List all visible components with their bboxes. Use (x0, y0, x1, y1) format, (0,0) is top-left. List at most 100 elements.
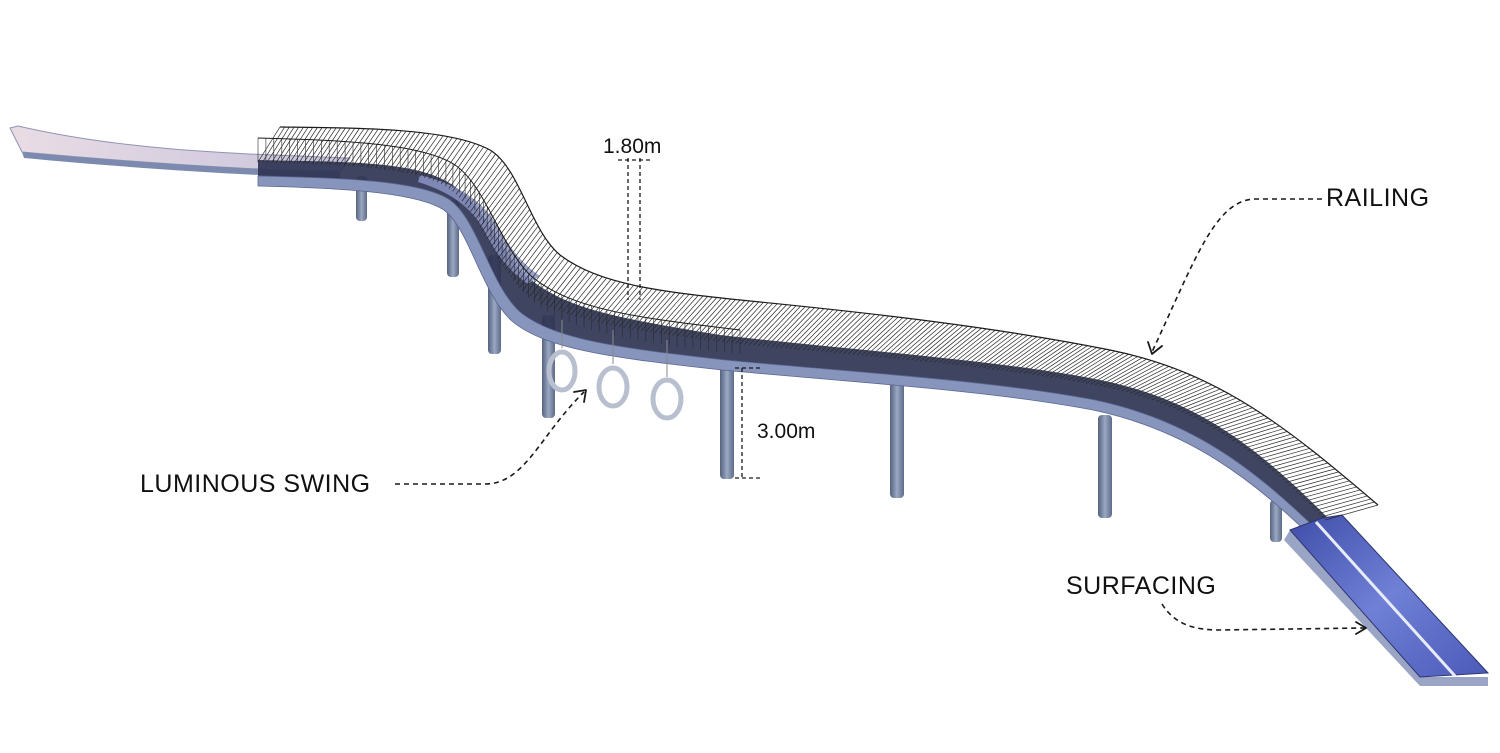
railing-post (388, 131, 416, 171)
railing-post (694, 298, 732, 339)
railing-post (748, 304, 787, 346)
railing-post (1081, 353, 1129, 383)
railing-post (605, 285, 639, 325)
railing-post (566, 274, 599, 314)
railing-post (1099, 358, 1147, 387)
railing-post (1009, 339, 1056, 372)
railing-post (735, 303, 773, 344)
railing-post (384, 131, 411, 170)
railing-post (553, 269, 586, 310)
railing-post (1279, 462, 1328, 477)
railing-post (856, 316, 899, 356)
railing-post (1305, 486, 1357, 502)
railing-post (522, 248, 555, 291)
railing-post (942, 328, 987, 364)
railing-post (609, 286, 644, 326)
swing (546, 320, 578, 393)
railing-post (1121, 366, 1170, 392)
railing-post (432, 139, 462, 181)
railing-post (1045, 346, 1093, 377)
railing-post (712, 300, 750, 342)
railing-post (440, 141, 471, 185)
railing-post (1068, 350, 1116, 381)
swing-ring (546, 349, 578, 393)
railing-post (1312, 492, 1364, 508)
railing-post (847, 315, 890, 355)
railing-post (1243, 433, 1292, 449)
railing-post (1147, 376, 1196, 399)
railing-post (645, 292, 681, 332)
swing (596, 330, 630, 409)
railing-post (284, 127, 309, 163)
railing-post (982, 334, 1028, 369)
railing-post (482, 183, 518, 232)
railing-post (996, 337, 1042, 371)
railing-post (455, 148, 489, 195)
railing-post (1324, 504, 1379, 521)
railing-post (1018, 341, 1065, 374)
railing-post (587, 281, 621, 321)
railing-post (1318, 498, 1371, 514)
railing-post (1103, 360, 1152, 388)
railing-post (1258, 445, 1306, 460)
railing-post (1193, 400, 1241, 419)
railing-post (744, 303, 783, 345)
railing-post (379, 130, 407, 170)
railing-post (366, 129, 393, 168)
railing-post (1268, 453, 1317, 468)
railing-post (892, 321, 936, 359)
railing-post (1155, 380, 1204, 402)
railing-post (1232, 425, 1280, 441)
railing-post (257, 126, 281, 163)
railing-post (1265, 450, 1314, 466)
railing-post (730, 302, 769, 344)
railing-post (676, 296, 713, 337)
railing-post (1050, 347, 1097, 378)
railing-post (960, 331, 1005, 366)
railing-post (1197, 402, 1245, 421)
railing-post (495, 209, 530, 255)
railing-post (1151, 378, 1200, 401)
railing-height-label: 1.80m (603, 135, 661, 158)
railing-post (579, 279, 612, 319)
railing-post (436, 140, 467, 183)
railing-post (1176, 390, 1225, 411)
pillar (1098, 415, 1112, 518)
railing-post (452, 146, 484, 192)
railing-post (762, 305, 801, 347)
railing-post (1130, 369, 1178, 394)
railing-post (519, 245, 552, 288)
railing-post (1228, 422, 1276, 439)
railing-post (464, 156, 500, 205)
railing-post (623, 289, 657, 329)
railing-post (271, 127, 295, 163)
railing-post (1072, 351, 1120, 382)
railing-post (946, 329, 991, 365)
railing-post (937, 327, 982, 364)
railing-post (490, 200, 526, 247)
railing-post (507, 229, 541, 274)
railing-post (406, 133, 435, 174)
railing-post (771, 306, 811, 348)
railing-post (780, 307, 820, 349)
railing-post (820, 312, 862, 352)
railing-post (919, 325, 964, 362)
railing-post (1032, 343, 1079, 375)
surfacing-leader (1161, 603, 1365, 631)
railing-post (775, 307, 815, 348)
swing-ring (596, 365, 630, 409)
railing-post (302, 127, 327, 164)
railing-post (1138, 372, 1187, 397)
railing-post (289, 127, 313, 164)
railing-post (298, 127, 323, 164)
railing-post (419, 136, 449, 177)
railing-post (1189, 397, 1237, 417)
railing-post (1116, 364, 1165, 391)
railing-post (901, 322, 945, 360)
railing-post (1059, 348, 1107, 379)
railing-post (879, 319, 922, 358)
railing-post (636, 291, 671, 331)
railing-post (739, 303, 778, 345)
railing-post (484, 188, 520, 236)
railing-post (928, 326, 973, 363)
